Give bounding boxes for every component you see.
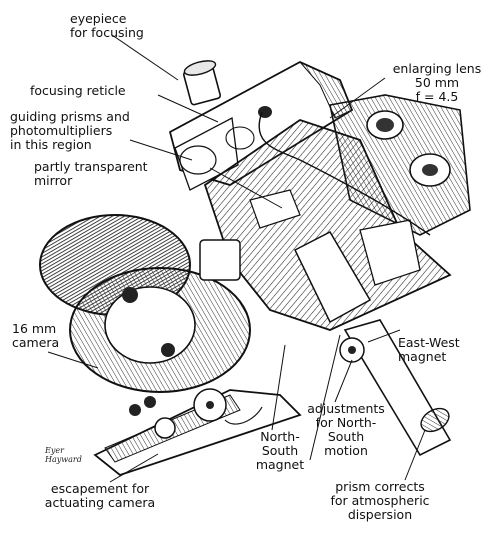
eyepiece-tube <box>182 60 222 106</box>
prism-arm <box>339 319 452 457</box>
camera-label: 16 mm camera <box>12 321 60 350</box>
north-south-magnet-label: North- South magnet <box>255 429 305 472</box>
mirror-label: partly transparent mirror <box>34 159 148 188</box>
east-west-magnet-label: East-West magnet <box>398 335 460 364</box>
prism-label: prism corrects for atmospheric dispersio… <box>330 479 430 522</box>
focusing-reticle-label: focusing reticle <box>30 83 126 98</box>
eyepiece-label: eyepiece for focusing <box>70 11 144 40</box>
enlarging-lens-label: enlarging lens 50 mm f = 4.5 <box>392 61 482 104</box>
central-body <box>203 119 452 331</box>
guiding-prisms-label: guiding prisms and photomultipliers in t… <box>10 109 130 152</box>
escapement-frame <box>93 388 302 477</box>
cable <box>258 111 431 236</box>
adjustments-label: adjustments for North- South motion <box>307 401 385 458</box>
artist-signature: Eyer Hayward <box>45 446 82 464</box>
leader-lines <box>47 34 426 483</box>
camera-body <box>39 214 251 393</box>
escapement-label: escapement for actuating camera <box>44 481 156 510</box>
